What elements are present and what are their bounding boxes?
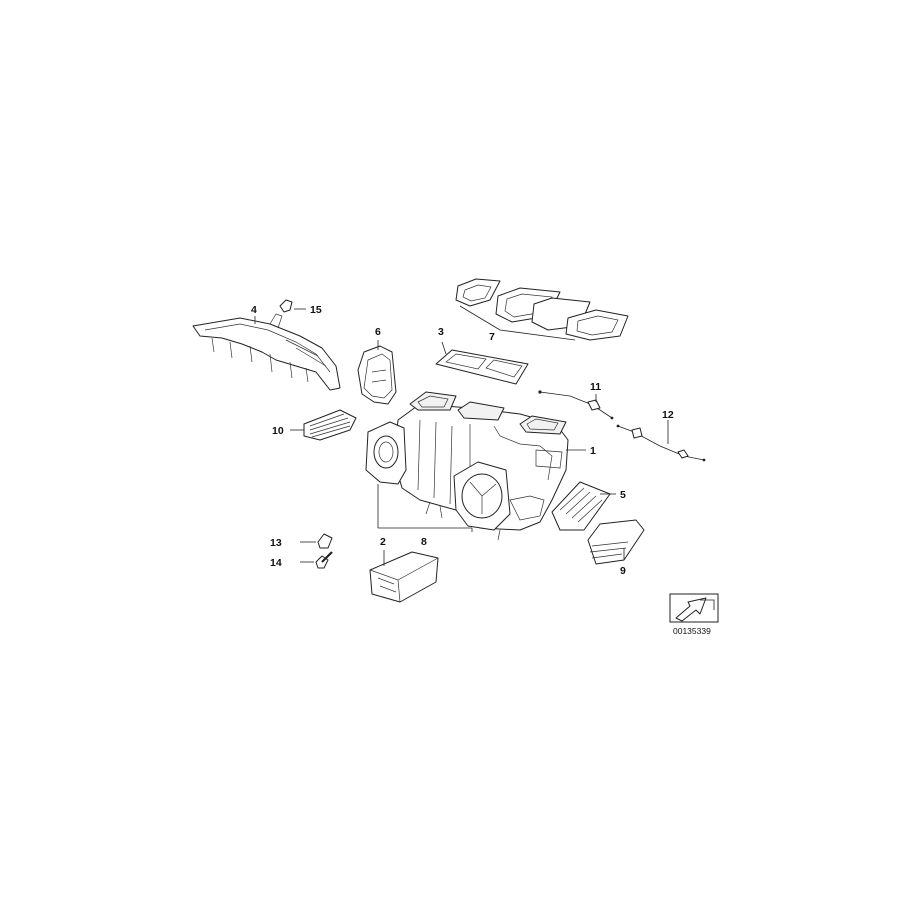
label-4: 4	[251, 304, 257, 316]
cable-11	[538, 390, 614, 420]
cable-12	[616, 420, 706, 462]
label-3: 3	[438, 326, 444, 338]
grille-plate-5	[551, 481, 616, 531]
filter-seal-set	[455, 278, 629, 341]
label-14: 14	[270, 557, 282, 569]
label-11: 11	[590, 381, 601, 393]
label-15: 15	[310, 304, 322, 316]
duct-sleeve-9	[587, 519, 645, 565]
microfilter-frame	[435, 341, 529, 385]
direction-arrow-icon	[675, 597, 707, 622]
clip-13	[300, 533, 333, 549]
label-12: 12	[662, 409, 674, 421]
label-9: 9	[620, 565, 626, 577]
grille-10	[290, 409, 357, 441]
label-6: 6	[375, 326, 381, 338]
label-8: 8	[421, 536, 427, 548]
bracket-6	[357, 340, 397, 405]
label-2: 2	[380, 536, 386, 548]
label-7: 7	[489, 331, 495, 343]
label-13: 13	[270, 537, 282, 549]
screw-14	[300, 551, 333, 569]
reference-code: 00135339	[673, 626, 711, 636]
heater-housing	[365, 391, 586, 541]
label-10: 10	[272, 425, 284, 437]
orientation-arrow-box	[669, 593, 719, 623]
filter-cartridge-2	[369, 550, 439, 603]
label-5: 5	[620, 489, 626, 501]
label-1: 1	[590, 445, 596, 457]
upper-air-duct	[192, 313, 341, 391]
clip-15	[279, 299, 306, 313]
